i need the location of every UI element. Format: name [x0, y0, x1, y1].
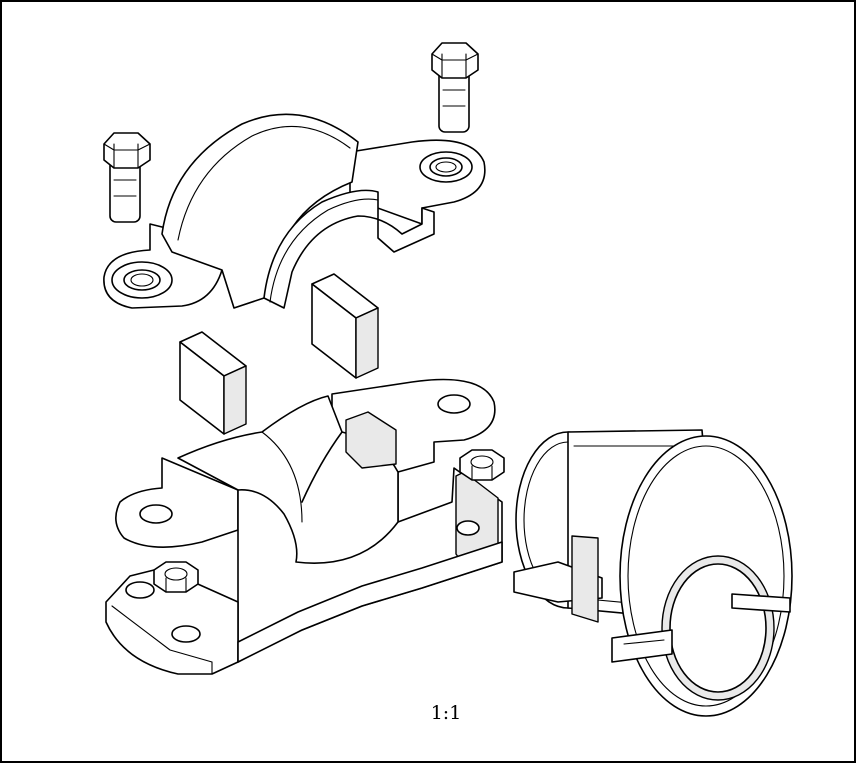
- bolt-right: [431, 42, 479, 133]
- spacer-block-left: [179, 331, 247, 435]
- bolt-left: [103, 132, 151, 223]
- hex-nut-right: [459, 449, 505, 481]
- split-bushing: [513, 429, 793, 717]
- spacer-block-right: [311, 273, 379, 379]
- scale-label: 1:1: [430, 702, 462, 724]
- hex-nut-left: [153, 561, 199, 593]
- bearing-base: [105, 378, 503, 675]
- bearing-cap: [103, 113, 486, 309]
